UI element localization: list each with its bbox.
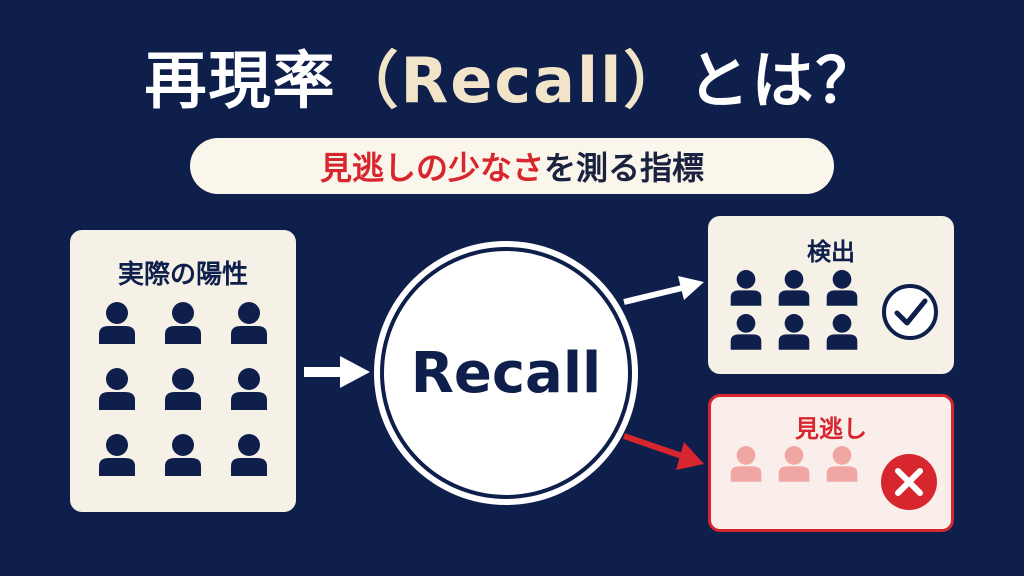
positive-person-icon bbox=[231, 368, 267, 410]
missed-person-icon bbox=[778, 446, 810, 482]
actual-positives-label: 実際の陽性 bbox=[117, 260, 248, 290]
subtitle-pill: 見逃しの少なさを測る指標 bbox=[190, 138, 834, 194]
x-circle-icon bbox=[881, 454, 937, 510]
detected-person-icon bbox=[730, 270, 762, 306]
detected-person-icon bbox=[778, 270, 810, 306]
detected-label: 検出 bbox=[807, 238, 855, 266]
positive-person-icon bbox=[99, 302, 135, 344]
input-arrow bbox=[304, 356, 370, 388]
title-accent: （Recall） bbox=[336, 44, 688, 117]
positive-person-icon bbox=[165, 368, 201, 410]
positive-person-icon bbox=[231, 302, 267, 344]
subtitle-highlight: 見逃しの少なさ bbox=[319, 149, 544, 187]
recall-label: Recall bbox=[410, 340, 602, 406]
positive-person-icon bbox=[99, 368, 135, 410]
subtitle-rest: を測る指標 bbox=[544, 149, 705, 187]
missed-label: 見逃し bbox=[795, 415, 867, 443]
detected-person-icon bbox=[826, 314, 858, 350]
positive-person-icon bbox=[165, 434, 201, 476]
detected-arrow bbox=[623, 276, 704, 305]
positive-person-icon bbox=[99, 434, 135, 476]
recall-circle: Recall bbox=[380, 247, 632, 499]
detected-person-icon bbox=[826, 270, 858, 306]
positive-person-icon bbox=[231, 434, 267, 476]
detected-person-icon bbox=[730, 314, 762, 350]
missed-person-icon bbox=[826, 446, 858, 482]
positive-person-icon bbox=[165, 302, 201, 344]
title-suffix: とは？ bbox=[687, 44, 880, 117]
detected-person-icon bbox=[778, 314, 810, 350]
missed-arrow bbox=[623, 433, 704, 470]
page-title: 再現率（Recall）とは？ bbox=[0, 30, 1024, 120]
title-main: 再現率 bbox=[144, 44, 337, 117]
check-circle-icon bbox=[882, 284, 938, 340]
missed-person-icon bbox=[730, 446, 762, 482]
